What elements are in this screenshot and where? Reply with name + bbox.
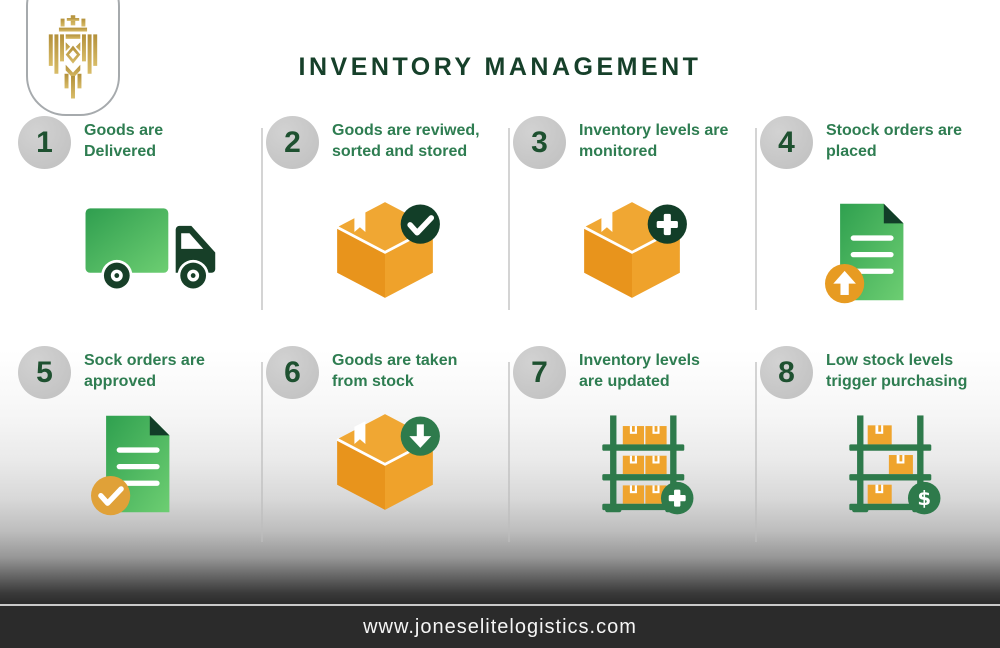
step-2-label-line2: sorted and stored [332,143,468,160]
step-7-cell: 7 Inventory levels are updated [513,346,751,574]
step-7-header: 7 Inventory levels are updated [513,346,751,399]
step-4-label-line1: Stoock orders are [826,122,963,139]
step-2-cell: 2 Goods are reviwed, sorted and stored [266,116,504,344]
divider [261,128,263,310]
box-down-arrow-icon [266,411,504,513]
step-8-cell: 8 Low stock levels trigger purchasing [760,346,998,574]
delivery-truck-icon [30,199,268,296]
logo-badge [26,0,120,116]
step-1-header: 1 Goods are Delivered [18,116,256,169]
step-5-label: Sock orders are approved [84,346,205,392]
step-1-number-badge: 1 [18,116,71,169]
document-check-icon [18,411,256,517]
step-3-label-line2: monitored [579,143,658,160]
step-4-label: Stoock orders are placed [826,116,962,162]
step-5-header: 5 Sock orders are approved [18,346,256,399]
step-3-number-badge: 3 [513,116,566,169]
step-7-label-line1: Inventory levels [579,352,700,369]
step-7-number: 7 [531,355,548,389]
step-5-label-line2: approved [84,373,157,390]
step-8-label-line2: trigger purchasing [826,373,968,390]
step-6-number-badge: 6 [266,346,319,399]
divider [755,362,757,542]
step-1-label-line1: Goods are [84,122,164,139]
dollar-glyph: $ [917,487,931,510]
step-2-label: Goods are reviwed, sorted and stored [332,116,480,162]
step-4-label-line2: placed [826,143,877,160]
step-3-cell: 3 Inventory levels are monitored [513,116,751,344]
divider [508,362,510,542]
step-6-label: Goods are taken from stock [332,346,457,392]
step-1-number: 1 [36,125,53,159]
document-upload-icon [752,199,990,305]
step-8-number-badge: 8 [760,346,813,399]
step-6-label-line2: from stock [332,373,414,390]
step-2-number-badge: 2 [266,116,319,169]
step-1-label-line2: Delivered [84,143,157,160]
step-6-header: 6 Goods are taken from stock [266,346,504,399]
step-5-cell: 5 Sock orders are approved [18,346,256,574]
divider [261,362,263,542]
step-3-number: 3 [531,125,548,159]
step-5-number-badge: 5 [18,346,71,399]
step-7-label-line2: are updated [579,373,670,390]
step-6-label-line1: Goods are taken [332,352,458,369]
step-4-header: 4 Stoock orders are placed [760,116,998,169]
gold-lion-crest-icon [48,15,98,99]
box-plus-icon [513,199,751,301]
footer-url: www.joneselitelogistics.com [363,615,637,638]
step-2-header: 2 Goods are reviwed, sorted and stored [266,116,504,169]
step-2-number: 2 [284,125,301,159]
step-1-cell: 1 Goods are Delivered [18,116,256,344]
step-5-number: 5 [36,355,53,389]
step-8-label-line1: Low stock levels [826,352,954,369]
step-7-number-badge: 7 [513,346,566,399]
step-7-label: Inventory levels are updated [579,346,700,392]
shelf-plus-icon [525,411,763,516]
step-8-header: 8 Low stock levels trigger purchasing [760,346,998,399]
step-3-label-line1: Inventory levels are [579,122,729,139]
step-6-number: 6 [284,355,301,389]
step-2-label-line1: Goods are reviwed, [332,122,480,139]
divider [508,128,510,310]
step-3-header: 3 Inventory levels are monitored [513,116,751,169]
footer-bar: www.joneselitelogistics.com [0,604,1000,648]
box-check-icon [266,199,504,301]
step-4-number-badge: 4 [760,116,813,169]
step-4-number: 4 [778,125,795,159]
step-3-label: Inventory levels are monitored [579,116,728,162]
step-5-label-line1: Sock orders are [84,352,205,369]
step-4-cell: 4 Stoock orders are placed [760,116,998,344]
shelf-dollar-icon: $ [772,411,1000,516]
step-6-cell: 6 Goods are taken from stock [266,346,504,574]
step-8-number: 8 [778,355,795,389]
step-1-label: Goods are Delivered [84,116,163,162]
step-8-label: Low stock levels trigger purchasing [826,346,967,392]
page-title: INVENTORY MANAGEMENT [298,53,702,81]
divider [755,128,757,310]
